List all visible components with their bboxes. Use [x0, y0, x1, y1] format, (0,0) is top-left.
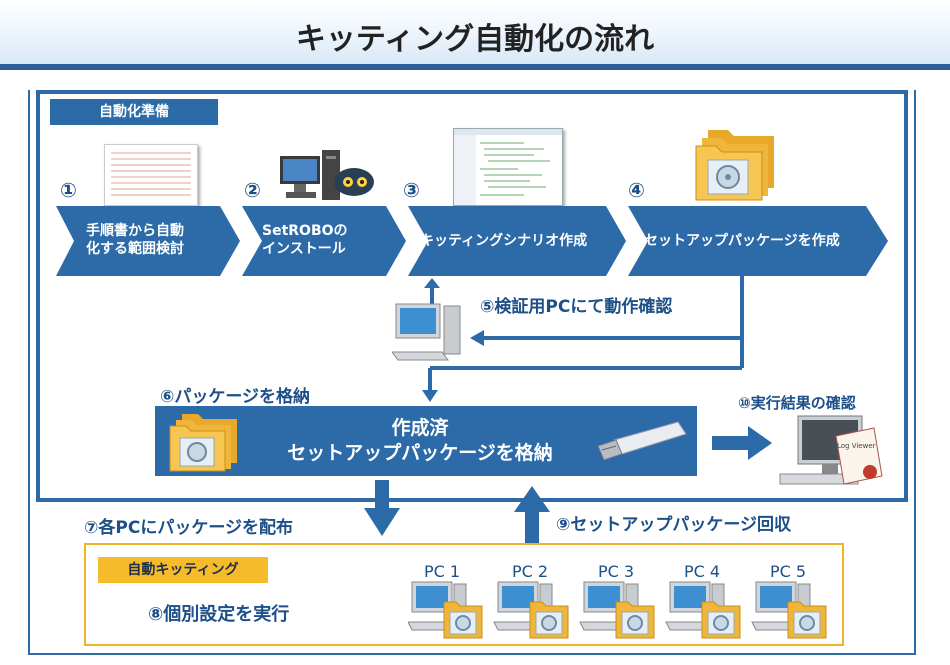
- verification-pc-icon: [392, 303, 461, 361]
- package-store-box: [155, 406, 697, 476]
- pc-4-icon: [665, 581, 741, 639]
- result-arrow: [712, 426, 772, 460]
- prep-tag: 自動化準備: [50, 99, 218, 125]
- pc-1-label: PC 1: [424, 562, 461, 581]
- chevron-step-2: [242, 206, 406, 276]
- step-1-line1: 手順書から自動: [86, 223, 184, 239]
- pc-5-label: PC 5: [770, 562, 807, 581]
- step-number-2: ②: [244, 178, 261, 202]
- step-2-label: SetROBOの インストール: [262, 222, 382, 258]
- kitting-pcs-icons: [408, 581, 827, 639]
- collect-up-arrow: [514, 486, 550, 544]
- scenario-editor-icon: [453, 128, 563, 206]
- result-caption: ⑩実行結果の確認: [738, 394, 856, 412]
- pc-5-icon: [751, 581, 827, 639]
- step-number-4: ④: [628, 178, 645, 202]
- store-box-text: 作成済 セットアップパッケージを格納: [255, 416, 585, 466]
- pc-1-icon: [408, 581, 483, 639]
- automation-prep-frame: [36, 90, 908, 502]
- distribute-caption: ⑦各PCにパッケージを配布: [84, 518, 293, 538]
- pc-2-label: PC 2: [512, 562, 549, 581]
- step-2-line2: インストール: [262, 241, 346, 257]
- execute-caption: ⑧個別設定を実行: [148, 604, 290, 625]
- chevron-step-1: [56, 206, 240, 276]
- setrobo-install-icon: [280, 150, 374, 200]
- auto-kitting-frame: [84, 543, 844, 646]
- step-1-label: 手順書から自動 化する範囲検討: [86, 222, 226, 258]
- step-2-line1: SetROBOの: [262, 223, 348, 239]
- title-bar: キッティング自動化の流れ: [0, 0, 950, 70]
- step-3-label: キッティングシナリオ作成: [420, 233, 588, 249]
- store-box-line1: 作成済: [391, 417, 449, 439]
- step-number-1: ①: [60, 178, 77, 202]
- step-1-line2: 化する範囲検討: [86, 241, 184, 257]
- chevron-step-4: [628, 206, 888, 276]
- step-chevron-bar: [56, 206, 888, 276]
- usb-drive-icon: [597, 421, 687, 461]
- page-title: キッティング自動化の流れ: [295, 22, 655, 57]
- step-4-label: セットアップパッケージを作成: [644, 233, 840, 249]
- pc-3-icon: [579, 581, 655, 639]
- step-number-3: ③: [403, 178, 420, 202]
- outer-frame: [28, 90, 916, 655]
- log-viewer-label: Log Viewer: [837, 442, 876, 450]
- store-caption: ⑥パッケージを格納: [160, 387, 311, 407]
- pc-2-icon: [493, 581, 569, 639]
- setup-package-folder-icon: [695, 130, 774, 201]
- chevron-step-3: [408, 206, 626, 276]
- pc-4-label: PC 4: [684, 562, 721, 581]
- manual-document-icon: [104, 144, 198, 206]
- pc-3-label: PC 3: [598, 562, 635, 581]
- log-viewer-pc-icon: [779, 415, 883, 485]
- collect-caption: ⑨セットアップパッケージ回収: [556, 515, 792, 535]
- store-box-line2: セットアップパッケージを格納: [287, 442, 553, 464]
- title-underline-band: [0, 64, 950, 70]
- distribute-down-arrow: [364, 480, 400, 536]
- verify-caption: ⑤検証用PCにて動作確認: [480, 297, 673, 317]
- store-folder-icon: [169, 414, 237, 472]
- kit-tag: 自動キッティング: [98, 557, 268, 583]
- verify-flow-connectors: [422, 276, 744, 402]
